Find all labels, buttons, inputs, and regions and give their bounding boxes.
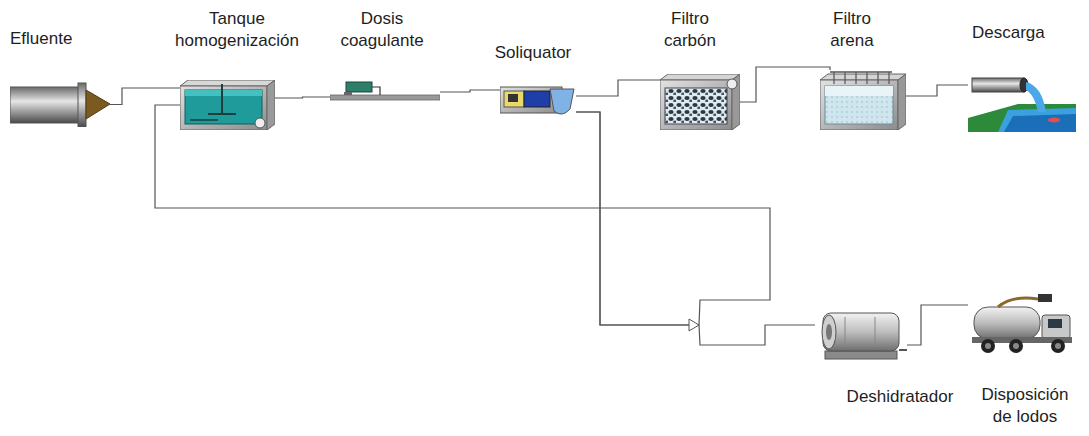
equipment-label: Filtro arena [817, 8, 887, 52]
equipment-label: Tanque homogenización [162, 8, 312, 52]
equipment-icon [815, 305, 907, 360]
equipment-node: Dosis coagulante [330, 80, 440, 102]
flow-line [155, 105, 770, 325]
equipment-icon [660, 74, 740, 130]
equipment-label: Dosis coagulante [327, 8, 437, 52]
equipment-node: Efluente [10, 82, 110, 127]
equipment-node: Soliquator [500, 84, 576, 118]
mixer-junction [689, 319, 699, 331]
equipment-icon [180, 80, 275, 130]
equipment-icon [820, 70, 906, 130]
equipment-icon [330, 80, 440, 102]
flow-line [275, 97, 330, 98]
equipment-icon [10, 82, 110, 127]
flow-line [576, 80, 660, 96]
equipment-node: Tanque homogenización [180, 80, 275, 130]
equipment-icon [500, 84, 576, 118]
equipment-icon [968, 293, 1076, 355]
equipment-node: Deshidratador [815, 305, 907, 360]
flow-line [110, 88, 180, 105]
equipment-label: Efluente [10, 28, 100, 50]
equipment-node: Filtro carbón [660, 74, 740, 130]
equipment-label: Descarga [972, 22, 1062, 44]
flow-line [576, 112, 815, 345]
equipment-label: Filtro carbón [650, 8, 730, 52]
equipment-node: Disposición de lodos [968, 293, 1076, 355]
equipment-node: Descarga [968, 70, 1076, 132]
equipment-node: Filtro arena [820, 70, 906, 130]
flow-line [906, 85, 968, 96]
equipment-label: Soliquator [488, 42, 578, 64]
equipment-label: Deshidratador [835, 386, 965, 408]
flow-line [440, 90, 500, 92]
equipment-icon [968, 70, 1076, 132]
flow-line [740, 67, 830, 102]
equipment-label: Disposición de lodos [970, 384, 1080, 428]
flow-line [907, 305, 968, 345]
